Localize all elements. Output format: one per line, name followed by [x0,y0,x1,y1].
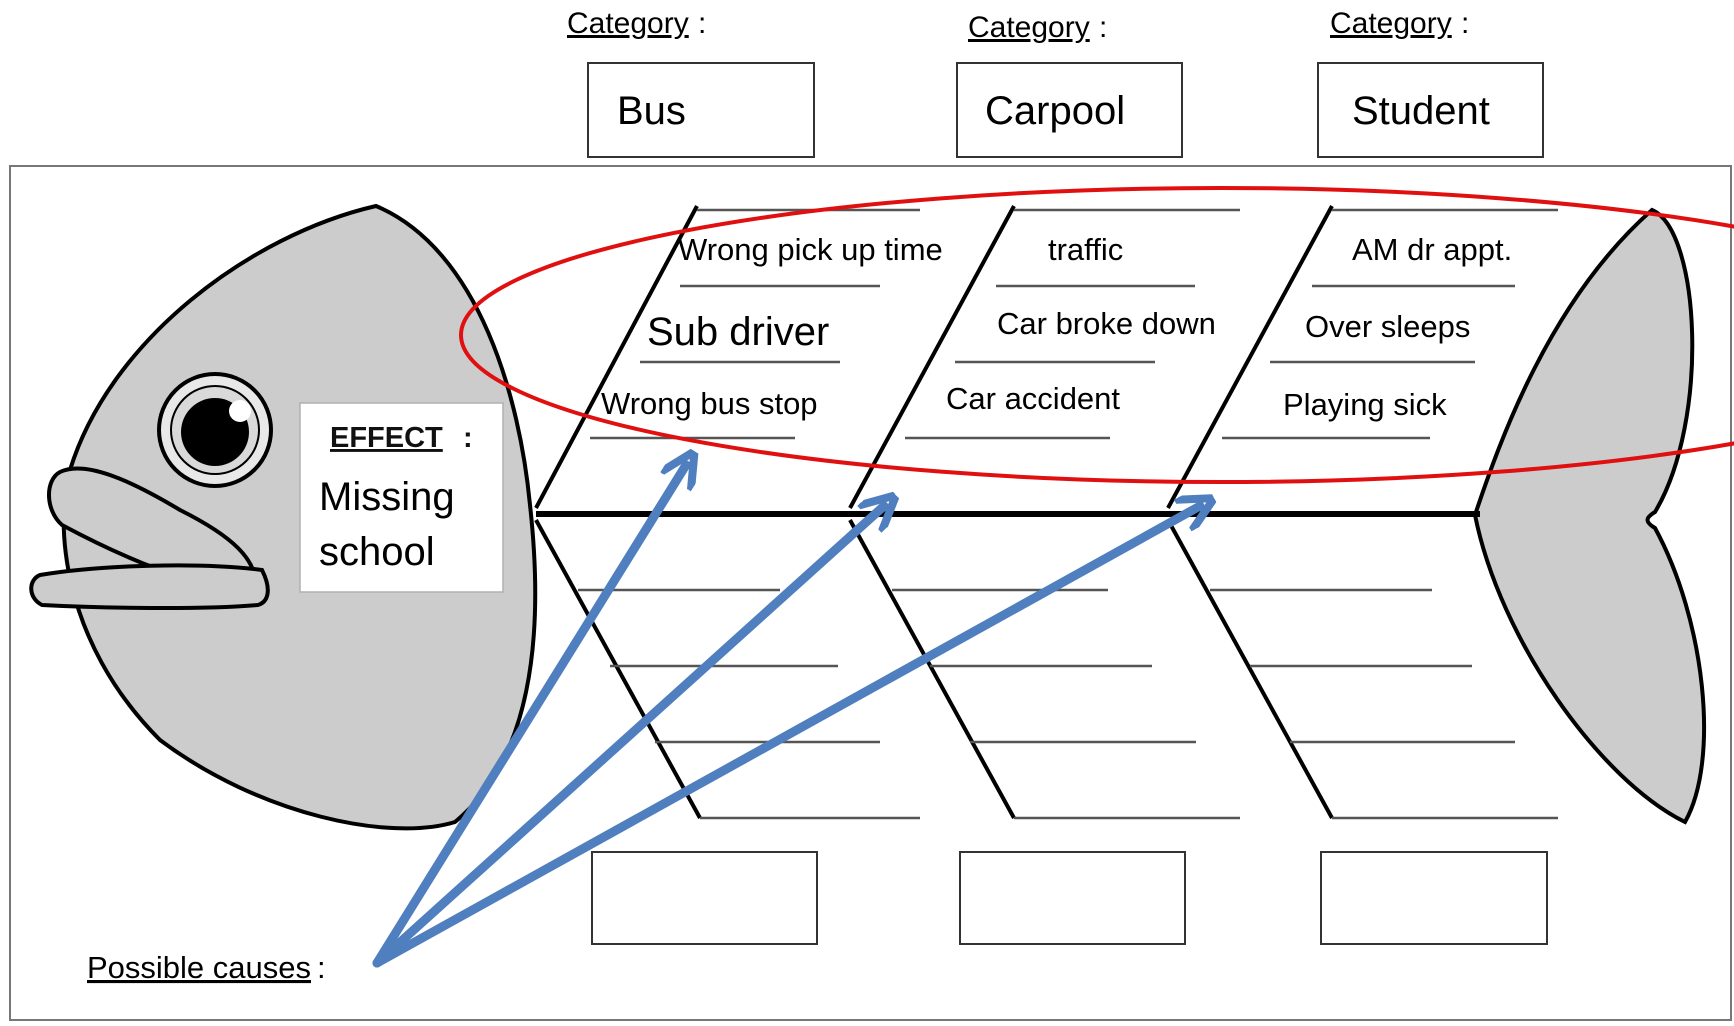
bone-top-carpool [848,205,1016,509]
category-label-bus: Bus [617,89,686,133]
bone-top-student [1166,205,1334,509]
cause-arrows [372,465,1200,968]
bone-top-bus [534,205,699,509]
effect-box [299,402,504,593]
bottom-category-box-1 [591,851,818,945]
fish-lower-lip [29,563,270,611]
causes-highlight-ellipse [459,186,1734,484]
bone-bottom-student [1166,519,1334,819]
cause-student-1: AM dr appt. [1352,232,1512,267]
category-caption-carpool: Category : [968,11,1107,44]
effect-heading: EFFECT [330,422,443,454]
category-caption-text: Category [968,11,1090,44]
possible-causes-colon: : [317,950,326,985]
bottom-category-box-3 [1320,851,1548,945]
fish-tail [1472,207,1707,825]
category-caption-student: Category : [1330,7,1469,40]
category-caption-text: Category [567,7,689,40]
bottom-category-box-2 [959,851,1186,945]
category-label-carpool: Carpool [985,89,1125,133]
arrow-to-student [372,506,1200,968]
cause-bus-1: Wrong pick up time [678,232,943,267]
category-colon: : [698,7,706,40]
bone-bottom-bus [534,519,702,819]
fish-eye-highlight [229,400,251,422]
cause-carpool-3: Car accident [946,381,1120,416]
category-colon: : [1099,11,1107,44]
arrow-to-carpool [372,506,884,968]
cause-bus-3: Wrong bus stop [601,386,818,421]
effect-text-line2: school [319,530,435,574]
writing-lines-top [590,208,1558,440]
writing-lines-bottom [578,588,1558,820]
category-box-bus [587,62,815,158]
arrow-to-bus [372,465,686,968]
effect-colon: : [463,422,473,454]
category-label-student: Student [1352,89,1490,133]
cause-carpool-2: Car broke down [997,306,1216,341]
cause-carpool-1: traffic [1048,232,1123,267]
cause-student-3: Playing sick [1283,387,1447,422]
category-caption-bus: Category : [567,7,706,40]
cause-bus-2: Sub driver [647,310,829,354]
bone-bottom-carpool [848,519,1016,819]
effect-text-line1: Missing [319,475,455,519]
category-box-carpool [956,62,1183,158]
category-colon: : [1461,7,1469,40]
category-caption-text: Category [1330,7,1452,40]
possible-causes-label: Possible causes [87,950,311,985]
category-box-student [1317,62,1544,158]
cause-student-2: Over sleeps [1305,309,1470,344]
